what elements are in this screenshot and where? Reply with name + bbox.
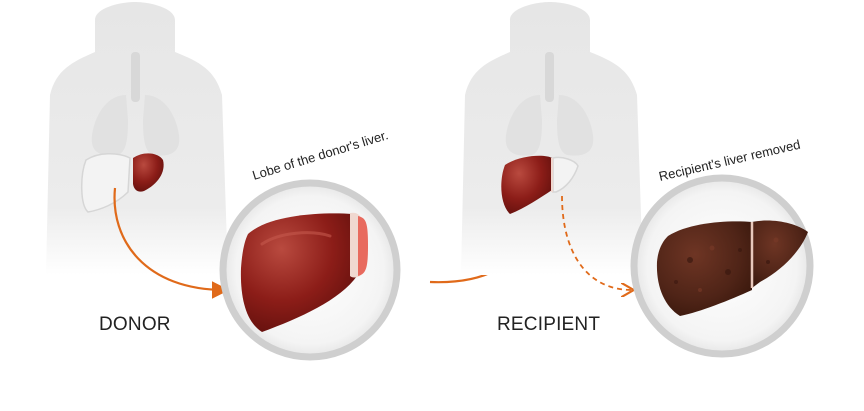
- lung-icon: [557, 95, 594, 156]
- recipient-figure-icon: [461, 2, 643, 275]
- liver-lobe-icon: [501, 155, 552, 214]
- donor-callout-label: Lobe of the donor's liver.: [250, 127, 389, 183]
- recipient-removed-callout: [630, 174, 814, 358]
- liver-outline-icon: [552, 156, 579, 193]
- diseased-liver-icon: [752, 220, 808, 288]
- donor-lobe-callout: [219, 179, 401, 361]
- donor-figure-icon: [46, 2, 228, 275]
- lung-icon: [143, 95, 180, 156]
- lung-icon: [91, 95, 128, 156]
- liver-lobe-icon: [133, 153, 164, 192]
- diseased-liver-icon: [656, 221, 752, 316]
- transfer-arrow-icon: [113, 187, 230, 299]
- donor-label: DONOR: [99, 314, 171, 335]
- liver-outline-icon: [81, 153, 131, 213]
- removal-arrow-icon: [561, 195, 632, 290]
- recipient-label: RECIPIENT: [497, 314, 601, 335]
- cut-surface-icon: [350, 212, 360, 278]
- cut-surface-icon: [358, 216, 368, 276]
- trachea-icon: [131, 52, 140, 102]
- lung-icon: [505, 95, 542, 156]
- trachea-icon: [545, 52, 554, 102]
- liver-lobe-icon: [240, 213, 357, 332]
